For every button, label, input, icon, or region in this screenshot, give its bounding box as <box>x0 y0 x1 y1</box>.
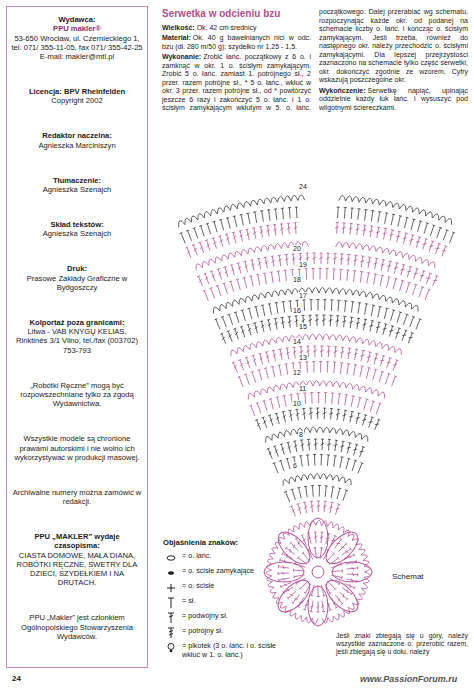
imprint-text: Litwa - VAB KNYGŲ KELIAS, Rinktinės 3/1 … <box>7 327 147 355</box>
legend-item: = o. łańc. <box>163 552 281 564</box>
legend-text: = o. łańc. <box>182 552 211 561</box>
imprint-text: „Robótki Ręczne” mogą być rozpowszechnia… <box>7 381 147 409</box>
legend-symbol <box>163 612 179 624</box>
legend-symbol <box>163 567 179 579</box>
instruction-paragraph: Wykończenie:Serwetkę napiąć, upinając od… <box>319 87 468 113</box>
legend-item: = o. ścisłe zamykające <box>163 567 281 579</box>
callout-number: 11 <box>298 385 307 392</box>
legend-text: = o. ścisłe zamykające <box>182 567 254 576</box>
imprint-heading: Kolportaż poza granicami: <box>7 318 147 327</box>
imprint-heading: Tłumaczenie: <box>7 176 147 185</box>
legend-item: = pikotek (3 o. łańc. i o. ścisłe wkłuć … <box>163 642 281 659</box>
center-petal <box>308 586 328 626</box>
callout-number: 16 <box>292 307 302 314</box>
imprint-text: Agnieszka Marciniszyn <box>7 141 147 150</box>
imprint-text: Wszystkie modele są chronione prawami au… <box>7 434 147 462</box>
imprint-heading: Redaktor naczelna: <box>7 131 147 140</box>
instruction-paragraph: Materiał:Ok. 40 g bawełnianych nici w od… <box>162 34 311 51</box>
center-petal <box>264 562 304 582</box>
page-title: Serwetka w odcieniu bzu <box>162 8 311 20</box>
imprint-text: Copyright 2002 <box>7 96 147 105</box>
callout-number: 17 <box>298 292 308 299</box>
legend-text: = pikotek (3 o. łańc. i o. ścisłe wkłuć … <box>182 642 281 659</box>
imprint-text: Prasowe Zakłady Graficzne w Bydgoszczy <box>7 274 147 293</box>
callout-number: 20 <box>292 245 302 252</box>
legend-symbol <box>163 627 179 639</box>
stitch-rows <box>179 195 456 502</box>
imprint-text: Archiwalne numery można zamówić w redakc… <box>7 488 147 507</box>
page-number: 24 <box>12 674 21 683</box>
callout-number: 24 <box>298 183 308 190</box>
legend-title: Objaśnienia znaków: <box>163 538 238 547</box>
legend-item: = podwójny sł. <box>163 612 281 624</box>
legend-symbol <box>163 552 179 564</box>
field-name: Wykończenie: <box>319 87 366 94</box>
center-petal <box>332 562 372 582</box>
imprint-text: 53-650 Wrocław, ul. Czernieckiego 1, tel… <box>7 34 147 62</box>
legend-text: = potrójny sł. <box>182 627 223 636</box>
legend-symbol <box>163 642 179 654</box>
callout-number: 6 <box>292 462 298 469</box>
watermark: www.PassionForum.ru <box>360 674 457 684</box>
instruction-paragraph: Wielkość:Ok. 42 cm średnicy <box>162 24 311 33</box>
imprint-panel: Wydawca:PPU makler®53-650 Wrocław, ul. C… <box>6 6 148 668</box>
imprint-heading: Druk: <box>7 264 147 273</box>
callout-number: 15 <box>298 323 308 330</box>
callout-number: 14 <box>292 338 302 345</box>
imprint-heading: Skład tekstów: <box>7 220 147 229</box>
field-name: Wykonanie: <box>162 53 201 60</box>
legend-item: = potrójny sł. <box>163 627 281 639</box>
legend-text: = sł. <box>182 597 195 606</box>
imprint-text: PPU „Makler” jest członkiem Ogólnopolski… <box>7 613 147 641</box>
imprint-text: PPU makler® <box>7 24 147 33</box>
center-petal <box>308 518 328 558</box>
imprint-heading: PPU „MAKLER” wydaje czasopisma: <box>7 532 147 551</box>
stitch-rows <box>185 222 447 623</box>
legend-text: = podwójny sł. <box>182 612 228 621</box>
imprint-text: Agnieszka Szenajch <box>7 185 147 194</box>
imprint-text: CIASTA DOMOWE, MAŁA DIANA, ROBÓTKI RĘCZN… <box>7 551 147 588</box>
legend-text: = o. ścisłe <box>182 582 214 591</box>
legend-item: = o. ścisłe <box>163 582 281 594</box>
field-value: Ok. 42 cm średnicy <box>197 24 257 31</box>
callout-number: 8 <box>298 431 304 438</box>
note: Jeśli znaki zbiegają się u góry, należy … <box>336 632 468 656</box>
legend-symbol <box>163 597 179 609</box>
center-petal <box>273 527 315 569</box>
callout-number: 13 <box>298 354 308 361</box>
center-ring <box>312 566 324 578</box>
callout-number: 12 <box>292 369 302 376</box>
callout-number: 19 <box>298 261 308 268</box>
legend-item: = sł. <box>163 597 281 609</box>
legend-symbol <box>163 582 179 594</box>
chart-title: Schemat <box>392 572 424 581</box>
field-name: Wielkość: <box>162 24 195 31</box>
imprint-heading: Licencja: BPV Rheinfelden <box>7 87 147 96</box>
imprint-heading: Wydawca: <box>7 15 147 24</box>
instructions: Serwetka w odcieniu bzuWielkość:Ok. 42 c… <box>162 8 468 178</box>
field-name: Materiał: <box>162 34 191 41</box>
callout-number: 18 <box>292 276 302 283</box>
imprint-text: Agnieszka Szenajch <box>7 229 147 238</box>
callout-number: 10 <box>292 400 302 407</box>
